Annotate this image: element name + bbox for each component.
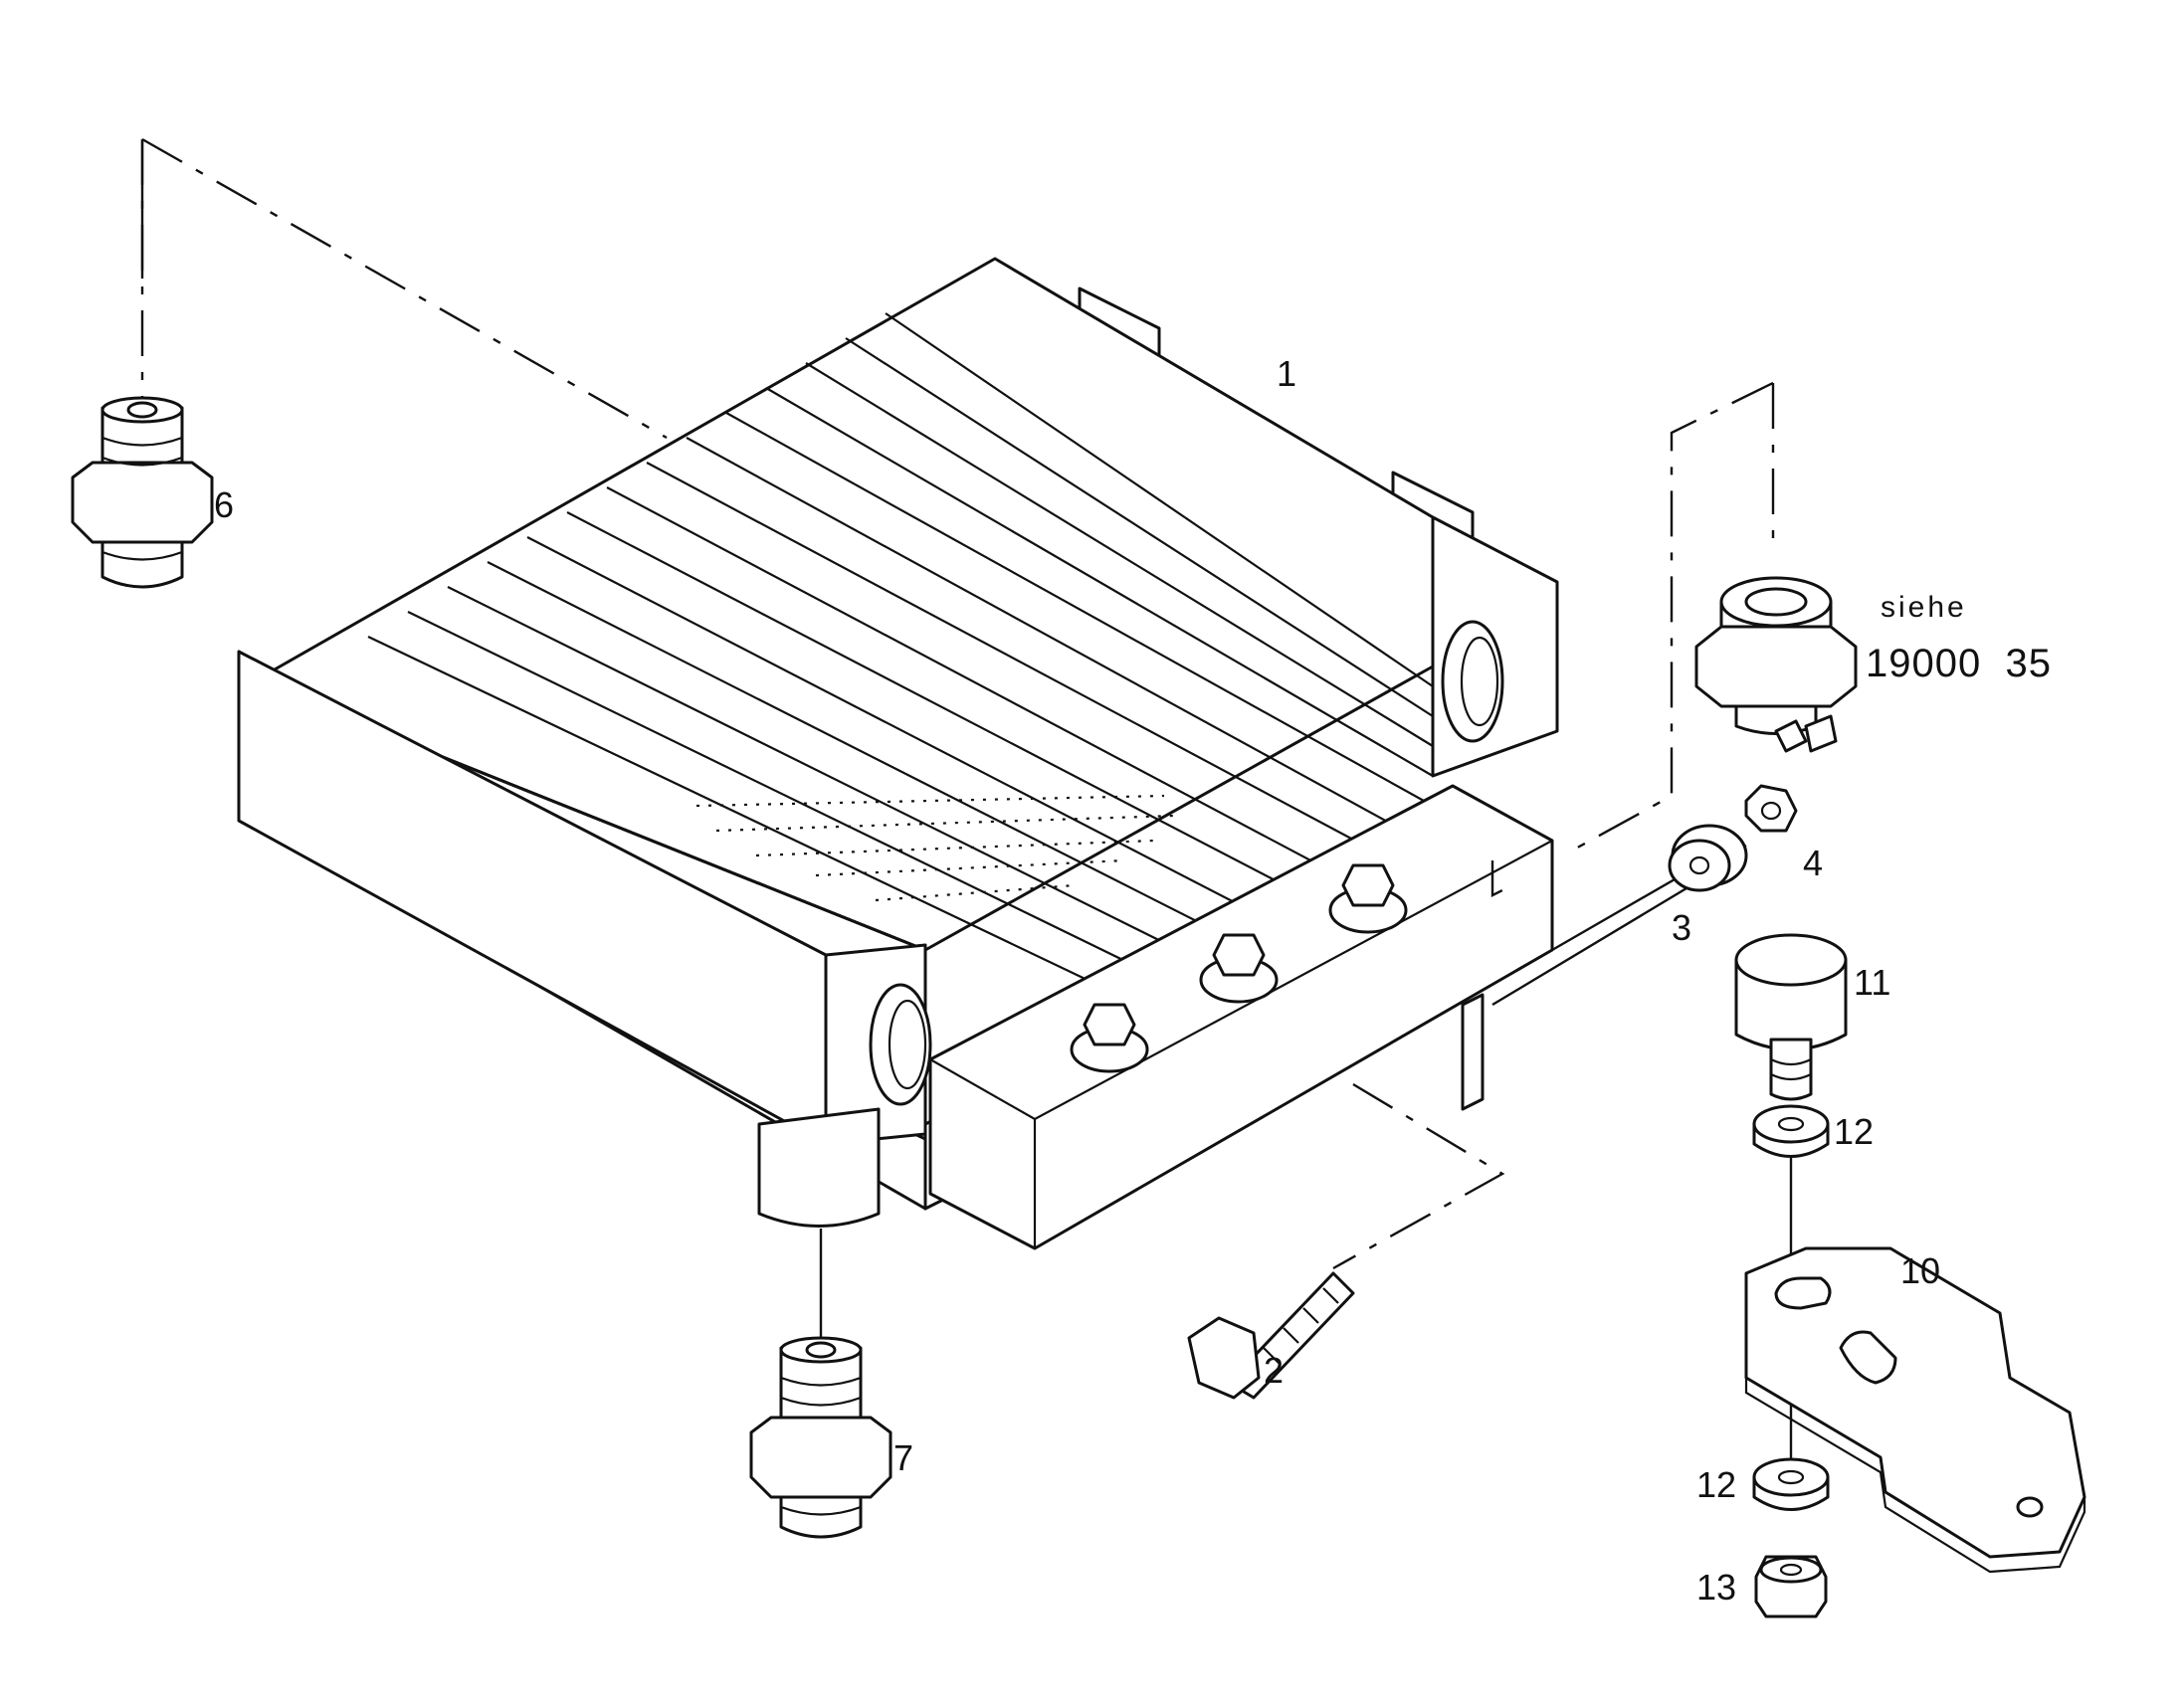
oil-cooler-assembly <box>237 257 1559 1250</box>
callout-1: 1 <box>1277 353 1296 394</box>
fitting-upper <box>71 396 214 589</box>
callout-12-upper: 12 <box>1834 1111 1874 1152</box>
rubber-buffer <box>1734 933 1848 1101</box>
nut-13 <box>1754 1555 1828 1618</box>
bottom-spigot <box>757 1107 881 1228</box>
leader-6-diagonal <box>141 137 668 440</box>
bar-bolt-heads <box>1070 863 1408 1073</box>
washer-12-upper <box>1752 1104 1830 1158</box>
callout-12-lower: 12 <box>1696 1464 1736 1505</box>
fitting-lower <box>749 1336 892 1539</box>
nut-4 <box>1744 784 1798 833</box>
leader-2 <box>1332 1082 1505 1270</box>
thermo-switch <box>1694 576 1858 753</box>
right-header-port-inner <box>1460 636 1499 727</box>
rear-bracket <box>1461 993 1485 1111</box>
washer-12-lower <box>1752 1457 1830 1511</box>
leader-switch <box>1571 381 1775 853</box>
callout-10: 10 <box>1900 1250 1940 1291</box>
left-header-port-inner <box>888 999 927 1090</box>
reference-word: siehe <box>1881 591 1967 624</box>
left-header-port <box>869 983 932 1106</box>
callout-3: 3 <box>1672 907 1691 948</box>
callout-13: 13 <box>1696 1567 1736 1608</box>
callout-11: 11 <box>1854 962 1890 1003</box>
callout-7: 7 <box>893 1437 913 1478</box>
fin-hatching <box>695 794 1175 902</box>
washer-3 <box>1668 824 1748 892</box>
callout-2: 2 <box>1264 1350 1284 1391</box>
hex-bolt <box>1187 1271 1355 1400</box>
cooling-fins <box>367 312 1434 1006</box>
reference-number: 19000 35 <box>1866 642 2052 685</box>
leader-switch-tail <box>1490 860 1513 897</box>
bracket-plate <box>1744 1246 2086 1574</box>
mounting-bar-edges <box>929 840 1553 1248</box>
right-header-port <box>1441 620 1504 743</box>
callout-6: 6 <box>214 484 234 525</box>
leader-3-bar <box>1491 883 1692 1007</box>
callout-4: 4 <box>1803 843 1823 883</box>
